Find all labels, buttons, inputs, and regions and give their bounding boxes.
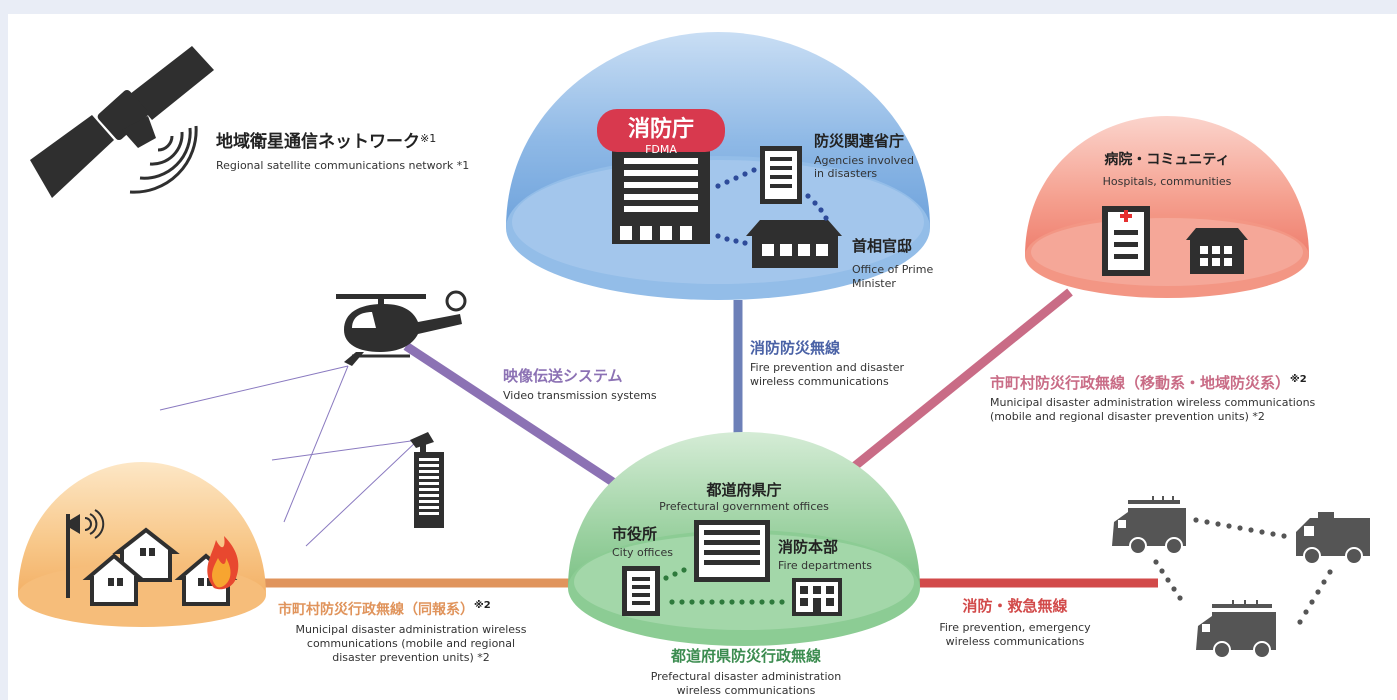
municipal-mobile-title: 市町村防災行政無線（移動系・地域防災系）※2	[990, 374, 1307, 392]
helicopter-icon	[336, 290, 467, 366]
pm-office-title-en-1: Office of Prime	[852, 263, 934, 276]
hospital-title-en: Hospitals, communities	[1102, 175, 1232, 188]
fdma-badge: 消防庁 FDMA	[597, 109, 725, 156]
municipal-mobile-note-mark: ※2	[1290, 374, 1307, 385]
city-office-title-en: City offices	[612, 546, 673, 559]
loudspeaker-icon	[66, 509, 105, 598]
municipal-mobile-title-ja: 市町村防災行政無線（移動系・地域防災系）	[990, 374, 1291, 392]
municipal-mobile-title-en-1: Municipal disaster administration wirele…	[990, 396, 1316, 409]
satellite-note-mark: ※1	[420, 132, 437, 145]
hospital-title-ja: 病院・コミュニティ	[1104, 152, 1230, 168]
satellite-title-en: Regional satellite communications networ…	[216, 159, 470, 172]
fire-department-title-en: Fire departments	[778, 559, 872, 572]
agencies-building-icon	[760, 146, 802, 204]
fire-department-icon	[792, 578, 842, 616]
fire-icon	[207, 536, 239, 590]
fdma-badge-en: FDMA	[645, 143, 677, 156]
city-office-title-ja: 市役所	[612, 525, 658, 543]
prefecture-building-icon	[694, 520, 770, 582]
video-beams	[159, 365, 419, 547]
fire-department-title-ja: 消防本部	[778, 538, 839, 556]
satellite-title-ja: 地域衛星通信ネットワーク	[216, 132, 420, 152]
fire-radio-title-en-1: Fire prevention and disaster	[750, 361, 905, 374]
prefecture-title-en: Prefectural government offices	[659, 500, 829, 513]
municipal-broadcast-note-mark: ※2	[474, 600, 491, 611]
community-building-icon	[1186, 228, 1248, 274]
pm-office-icon	[746, 220, 842, 268]
fire-truck-icon	[1196, 600, 1276, 659]
prefecture-dotted-links	[663, 567, 785, 605]
municipal-mobile-link	[847, 288, 1073, 474]
fire-truck-icon	[1112, 496, 1186, 555]
city-office-icon	[622, 566, 660, 616]
house-windows	[108, 548, 213, 586]
camera-building-icon	[410, 432, 444, 528]
prefectural-link-title-ja: 都道府県防災行政無線	[670, 647, 821, 665]
satellite-icon	[30, 46, 214, 198]
video-link-title-en: Video transmission systems	[503, 389, 657, 402]
emergency-link-title-ja: 消防・救急無線	[962, 597, 1068, 615]
ambulance-icon	[1296, 512, 1370, 565]
pm-office-title-en-2: Minister	[852, 277, 896, 290]
hospital-icon	[1102, 206, 1150, 276]
video-link-title-ja: 映像伝送システム	[503, 367, 623, 385]
agencies-title-en-2: in disasters	[814, 167, 878, 180]
municipal-mobile-title-en-2: (mobile and regional disaster prevention…	[990, 410, 1265, 423]
fire-radio-title-ja: 消防防災無線	[750, 339, 841, 357]
agencies-title-en-1: Agencies involved	[814, 154, 914, 167]
municipal-broadcast-title-en-1: Municipal disaster administration wirele…	[295, 623, 527, 636]
fdma-building-icon	[612, 148, 710, 244]
emergency-link-title-en-1: Fire prevention, emergency	[939, 621, 1091, 634]
fdma-badge-ja: 消防庁	[627, 117, 694, 142]
vehicle-dotted-links	[1153, 517, 1333, 625]
municipal-broadcast-title-en-2: communications (mobile and regional	[306, 637, 516, 650]
pm-office-title-ja: 首相官邸	[852, 237, 913, 255]
prefectural-link-title-en-2: wireless communications	[676, 684, 816, 697]
satellite-title: 地域衛星通信ネットワーク※1	[216, 132, 437, 153]
prefecture-title-ja: 都道府県庁	[706, 481, 782, 499]
prefectural-link-title-en-1: Prefectural disaster administration	[650, 670, 842, 683]
municipal-broadcast-title-ja: 市町村防災行政無線（同報系）	[278, 602, 474, 618]
municipal-broadcast-title: 市町村防災行政無線（同報系）※2	[278, 600, 491, 618]
municipal-broadcast-title-en-3: disaster prevention units) *2	[332, 651, 490, 664]
video-link	[403, 342, 631, 496]
fdma-dotted-links	[715, 167, 829, 246]
emergency-link-title-en-2: wireless communications	[945, 635, 1085, 648]
fire-radio-title-en-2: wireless communications	[750, 375, 889, 388]
agencies-title-ja: 防災関連省庁	[814, 132, 905, 150]
